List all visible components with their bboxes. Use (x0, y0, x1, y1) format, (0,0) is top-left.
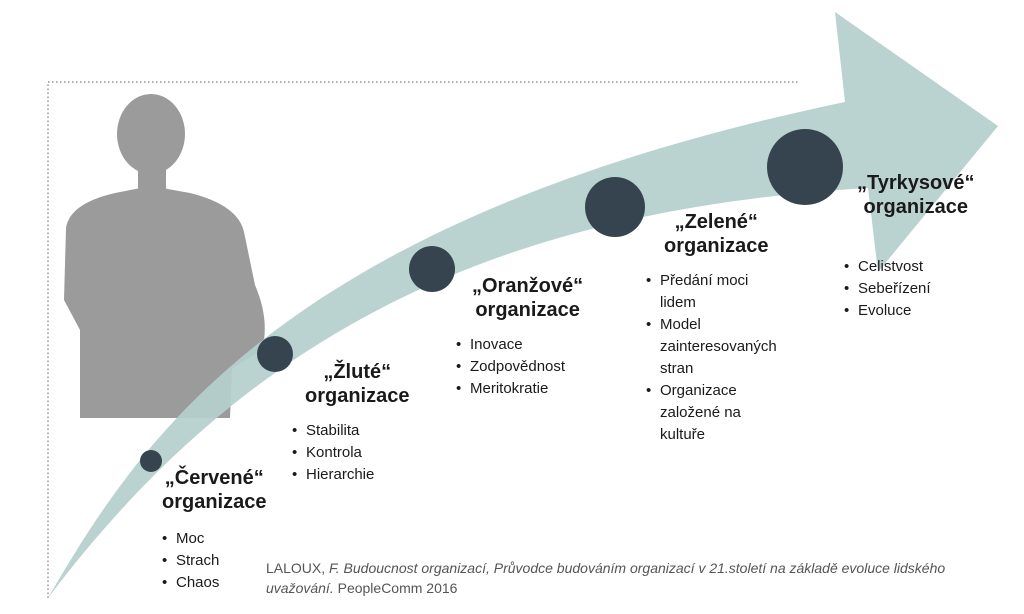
stage-title-orange: „Oranžové“ organizace (472, 274, 583, 322)
stage-list-yellow: Stabilita Kontrola Hierarchie (292, 420, 374, 486)
list-item: Strach (162, 550, 219, 572)
stage-list-green: Předání moci lidem Model zainteresovanýc… (646, 270, 806, 446)
stage-title-yellow-line1: „Žluté“ (323, 361, 392, 383)
stage-list-orange: Inovace Zodpovědnost Meritokratie (456, 334, 565, 400)
list-item: Chaos (162, 572, 219, 594)
list-item: Hierarchie (292, 464, 374, 486)
evolution-arrow (48, 12, 998, 598)
list-item: Zodpovědnost (456, 356, 565, 378)
stage-list-teal: Celistvost Sebeřízení Evoluce (844, 256, 931, 322)
list-item: Předání moci lidem (646, 270, 806, 314)
stage-title-teal-line1: „Tyrkysové“ (857, 172, 975, 194)
citation-work: F. Budoucnost organizací, Průvodce budov… (266, 560, 946, 596)
stage-dot-red (140, 450, 162, 472)
stage-title-yellow-line2: organizace (305, 385, 410, 407)
stage-title-green-line1: „Zelené“ (674, 211, 758, 233)
stage-title-orange-line2: organizace (475, 299, 580, 321)
stage-dot-green (585, 177, 645, 237)
citation: LALOUX, F. Budoucnost organizací, Průvod… (266, 558, 986, 598)
stage-list-red: Moc Strach Chaos (162, 528, 219, 594)
list-item: Meritokratie (456, 378, 565, 400)
list-item: Model zainteresovaných stran (646, 314, 806, 380)
stage-title-red: „Červené“ organizace (162, 466, 266, 514)
stage-dot-teal (767, 129, 843, 205)
person-silhouette (64, 94, 265, 418)
list-item: Evoluce (844, 300, 931, 322)
citation-publisher: PeopleComm 2016 (333, 580, 458, 596)
list-item: Sebeřízení (844, 278, 931, 300)
stage-title-red-line1: „Červené“ (164, 467, 264, 489)
list-item: Stabilita (292, 420, 374, 442)
stage-dot-yellow (257, 336, 293, 372)
list-item: Moc (162, 528, 219, 550)
dotted-frame (47, 81, 800, 598)
stage-title-teal-line2: organizace (863, 196, 968, 218)
list-item: Inovace (456, 334, 565, 356)
stage-title-teal: „Tyrkysové“ organizace (857, 171, 974, 219)
stage-dot-orange (409, 246, 455, 292)
stage-title-green-line2: organizace (664, 235, 769, 257)
stage-title-green: „Zelené“ organizace (664, 210, 768, 258)
stage-title-red-line2: organizace (162, 491, 267, 513)
list-item: Kontrola (292, 442, 374, 464)
stage-title-yellow: „Žluté“ organizace (305, 360, 409, 408)
list-item: Celistvost (844, 256, 931, 278)
stage-title-orange-line1: „Oranžové“ (472, 275, 584, 297)
list-item: Organizace založené na kultuře (646, 380, 806, 446)
citation-author: LALOUX, (266, 560, 330, 576)
